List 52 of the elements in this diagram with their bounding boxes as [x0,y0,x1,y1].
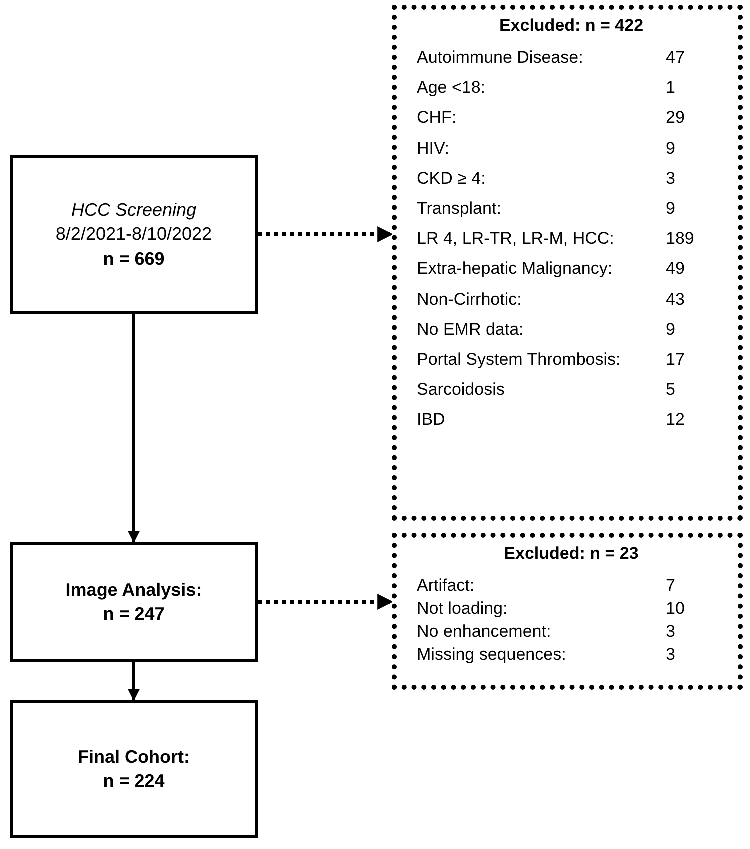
count-value: 47 [666,48,686,68]
exclusion-box [392,5,743,521]
count-value: 3 [666,645,676,665]
process-box [10,700,258,838]
criterion-label: IBD [417,410,446,430]
criterion-label: LR 4, LR-TR, LR-M, HCC: [417,229,614,250]
arrow [258,226,394,242]
count-value: 17 [666,350,686,370]
criterion-label: Autoimmune Disease: [417,48,584,68]
count-value: 9 [666,138,676,159]
process-box [10,542,258,662]
arrow [128,662,140,702]
box-text: 8/2/2021-8/10/2022 [56,223,212,246]
criterion-label: Non-Cirrhotic: [417,290,522,310]
arrow [128,314,140,544]
criterion-label: Artifact: [417,576,475,596]
criterion-label: Age <18: [417,78,486,98]
criterion-label: Portal System Thrombosis: [417,350,621,370]
process-box [10,155,258,314]
exclusion-box [392,533,743,690]
count-value: 12 [666,410,686,430]
count-value: 189 [666,229,696,250]
criterion-label: CKD ≥ 4: [417,168,486,189]
count-value: 49 [666,259,686,280]
box-heading: Excluded: n = 422 [498,16,645,36]
count-value: 3 [666,168,676,189]
box-heading: Final Cohort: [78,746,190,769]
count-value: 7 [666,576,676,596]
count-value: 43 [666,290,686,310]
box-heading: Image Analysis: [66,578,202,602]
criterion-label: CHF: [417,108,457,128]
criterion-label: Transplant: [417,198,502,219]
criterion-label: Not loading: [417,599,508,619]
count-value: 9 [666,198,676,219]
criterion-label: No enhancement: [417,622,552,642]
count-value: 29 [666,108,686,128]
box-heading: Excluded: n = 23 [503,544,640,564]
box-heading: HCC Screening [71,199,197,222]
criterion-label: No EMR data: [417,320,524,340]
box-text: n = 669 [103,248,165,271]
count-value: 9 [666,320,676,340]
count-value: 5 [666,380,676,400]
criterion-label: HIV: [417,138,450,159]
box-text: n = 247 [103,603,165,626]
criterion-label: Extra-hepatic Malignancy: [417,259,613,280]
criterion-label: Sarcoidosis [417,380,505,400]
count-value: 10 [666,599,686,619]
criterion-label: Missing sequences: [417,645,566,665]
count-value: 1 [666,78,676,98]
box-text: n = 224 [103,770,165,793]
arrow [258,594,394,610]
count-value: 3 [666,622,676,642]
